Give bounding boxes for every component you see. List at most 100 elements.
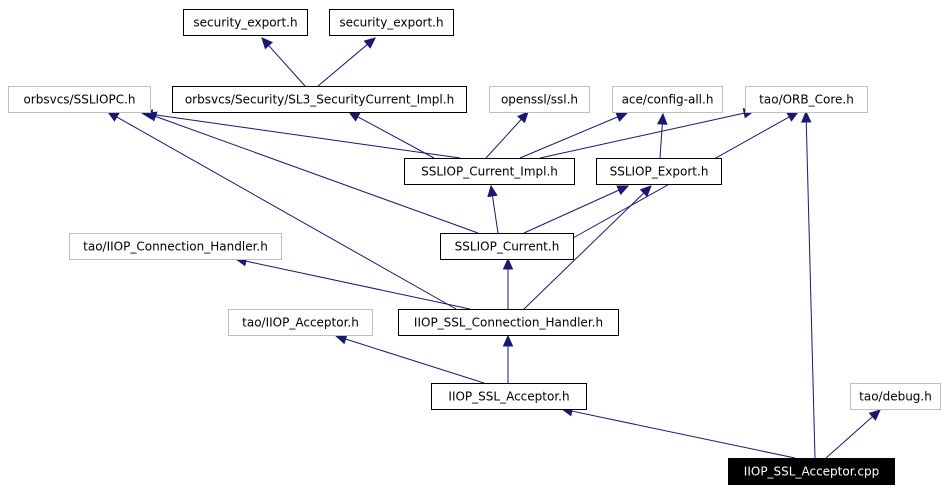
nodes-layer: security_export.h security_export.horbsvc…: [8, 9, 941, 485]
arrowhead-icon: [657, 112, 668, 125]
edge-line: [571, 410, 796, 459]
node-label: openssl/ssl.h: [501, 93, 578, 107]
node-ssliop-current-impl[interactable]: SSLIOP_Current_Impl.h: [404, 158, 575, 185]
edge-sl3-current-impl-to-security-export-1: [261, 37, 306, 87]
node-security-export-2[interactable]: security_export.h: [329, 9, 454, 36]
node-box: [228, 309, 373, 336]
node-box: [329, 9, 454, 36]
node-box: [440, 233, 574, 260]
edge-line: [345, 338, 485, 384]
edge-sl3-current-impl-to-security-export-2: [317, 37, 376, 87]
node-iiop-conn-handler[interactable]: tao/IIOP_Connection_Handler.h: [69, 233, 282, 260]
arrowhead-icon: [616, 185, 630, 196]
node-label: ace/config-all.h: [622, 93, 714, 107]
node-label: SSLIOP_Export.h: [610, 165, 709, 179]
arrowhead-icon: [487, 184, 498, 198]
node-box: [850, 383, 941, 410]
edge-ssliop-export-to-ace-config: [657, 112, 668, 159]
node-box: [489, 86, 590, 113]
edge-line: [155, 115, 479, 234]
arrowhead-icon: [106, 111, 120, 122]
edge-iiop-ssl-acceptor-h-to-iiop-acceptor-h: [334, 334, 485, 384]
arrowhead-icon: [801, 110, 812, 123]
edge-iiop-ssl-conn-handler-to-iiop-conn-handler: [234, 256, 471, 310]
edge-line: [245, 260, 471, 310]
edge-iiop-ssl-acceptor-cpp-to-iiop-ssl-acceptor-h: [560, 406, 796, 459]
arrowhead-icon: [502, 334, 514, 347]
arrowhead-icon: [334, 334, 348, 345]
arrowhead-icon: [868, 409, 881, 421]
node-label: IIOP_SSL_Connection_Handler.h: [414, 316, 603, 330]
node-iiop-ssl-acceptor-cpp[interactable]: IIOP_SSL_Acceptor.cpp: [728, 458, 895, 485]
node-iiop-ssl-conn-handler[interactable]: IIOP_SSL_Connection_Handler.h: [398, 309, 619, 336]
arrowhead-icon: [347, 111, 361, 122]
node-ace-config[interactable]: ace/config-all.h: [612, 86, 723, 113]
node-label: tao/debug.h: [859, 390, 932, 404]
edge-iiop-ssl-acceptor-cpp-to-debug: [825, 409, 881, 459]
node-label: security_export.h: [339, 16, 443, 30]
node-box: [172, 86, 467, 113]
edge-ssliop-current-impl-to-ace-config: [519, 112, 629, 159]
edge-iiop-ssl-acceptor-h-to-iiop-ssl-conn-handler: [502, 334, 514, 383]
arrowhead-icon: [261, 37, 273, 50]
node-label: IIOP_SSL_Acceptor.h: [448, 390, 569, 404]
arrowhead-icon: [786, 111, 800, 122]
edge-line: [519, 116, 618, 159]
node-label: security_export.h: [193, 16, 297, 30]
node-label: SSLIOP_Current.h: [455, 240, 560, 254]
arrowhead-icon: [144, 111, 158, 122]
edge-line: [805, 121, 816, 459]
node-box: [728, 458, 895, 485]
arrowhead-icon: [615, 112, 629, 122]
node-sl3-current-impl[interactable]: orbsvcs/Security/SL3_SecurityCurrent_Imp…: [172, 86, 467, 113]
edge-line: [317, 44, 368, 87]
node-box: [745, 86, 868, 113]
node-openssl[interactable]: openssl/ssl.h: [489, 86, 590, 113]
node-iiop-ssl-acceptor-h[interactable]: IIOP_SSL_Acceptor.h: [431, 383, 587, 410]
edge-ssliop-current-impl-to-openssl: [485, 111, 529, 159]
edge-line: [268, 45, 306, 87]
node-box: [612, 86, 723, 113]
node-debug[interactable]: tao/debug.h: [850, 383, 941, 410]
node-ssliop-current[interactable]: SSLIOP_Current.h: [440, 233, 574, 260]
node-box: [398, 309, 619, 336]
node-label: tao/IIOP_Acceptor.h: [242, 316, 359, 330]
edge-line: [659, 123, 663, 159]
node-label: orbsvcs/Security/SL3_SecurityCurrent_Imp…: [185, 93, 454, 107]
edge-line: [825, 416, 873, 459]
edge-iiop-ssl-acceptor-cpp-to-orb-core: [801, 110, 816, 459]
node-box: [404, 158, 575, 185]
edge-ssliop-current-impl-to-orb-core: [539, 108, 756, 159]
arrowhead-icon: [517, 111, 529, 124]
node-label: tao/IIOP_Connection_Handler.h: [83, 240, 268, 254]
edge-ssliop-current-to-ssliop-export: [523, 185, 630, 234]
node-ssliop-export[interactable]: SSLIOP_Export.h: [596, 158, 722, 185]
edge-line: [539, 112, 745, 159]
node-box: [596, 158, 722, 185]
edge-line: [116, 116, 457, 310]
edge-iiop-ssl-conn-handler-to-ssliop-export: [523, 185, 652, 310]
edge-line: [491, 195, 499, 234]
node-security-export-1[interactable]: security_export.h: [183, 9, 308, 36]
edge-line: [357, 116, 435, 159]
node-box: [183, 9, 308, 36]
node-box: [69, 233, 282, 260]
node-label: SSLIOP_Current_Impl.h: [421, 165, 558, 179]
edge-iiop-ssl-conn-handler-to-ssliop-current: [502, 257, 514, 309]
node-label: orbsvcs/SSLIOPC.h: [23, 93, 135, 107]
node-box: [431, 383, 587, 410]
node-sslio-pc[interactable]: orbsvcs/SSLIOPC.h: [8, 86, 151, 113]
node-label: IIOP_SSL_Acceptor.cpp: [744, 465, 879, 479]
edge-ssliop-current-impl-to-sl3-current-impl: [347, 111, 435, 159]
node-label: tao/ORB_Core.h: [759, 93, 854, 107]
edge-line: [151, 113, 461, 159]
edge-line: [523, 192, 645, 310]
edge-ssliop-current-impl-to-sslio-pc: [140, 109, 461, 159]
edge-line: [523, 189, 620, 234]
arrowhead-icon: [502, 257, 514, 270]
node-orb-core[interactable]: tao/ORB_Core.h: [745, 86, 868, 113]
node-iiop-acceptor-h[interactable]: tao/IIOP_Acceptor.h: [228, 309, 373, 336]
arrowhead-icon: [639, 185, 652, 198]
